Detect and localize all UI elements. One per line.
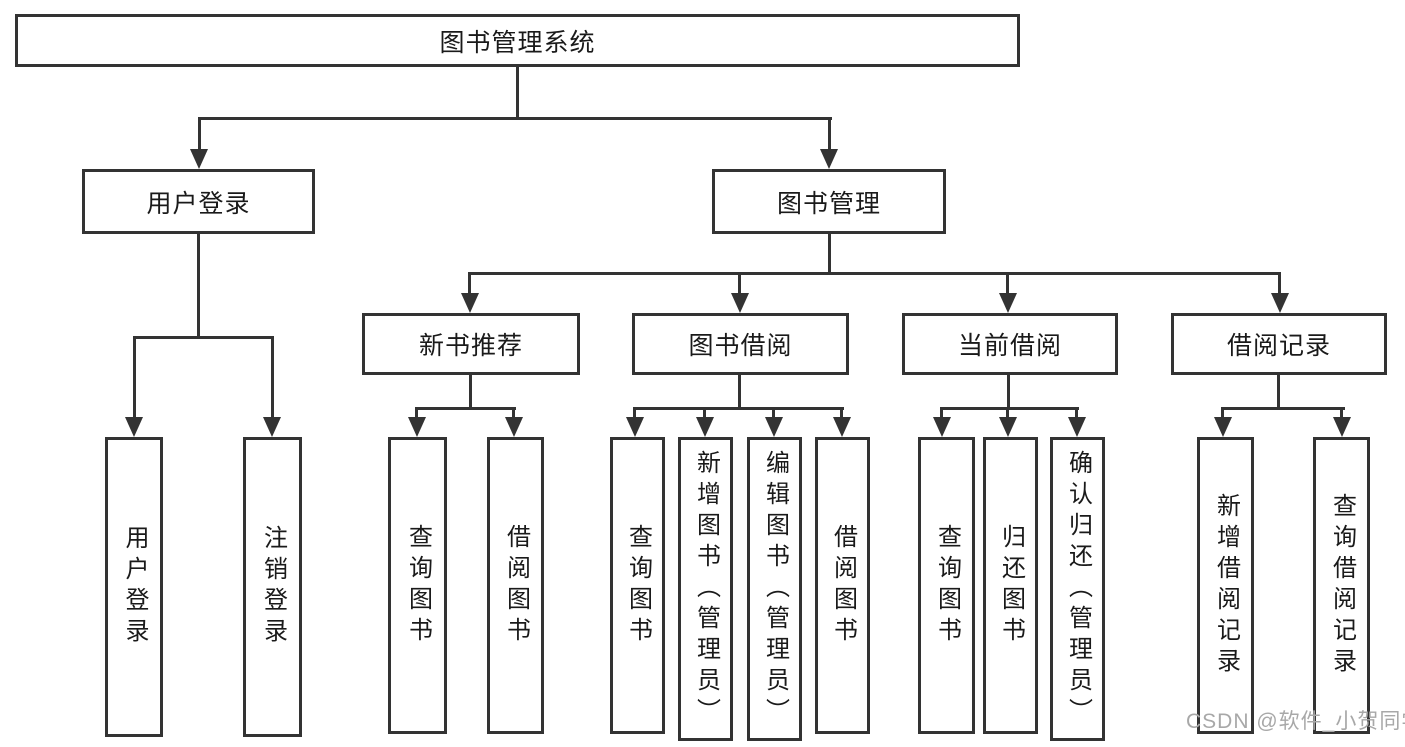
connector-line: [133, 336, 136, 421]
node-new-book-recommend: 新书推荐: [362, 313, 580, 375]
connector-line: [738, 272, 741, 297]
node-user-login: 用户登录: [82, 169, 315, 234]
leaf-current-return-book: 归还图书: [983, 437, 1038, 734]
arrowhead-icon: [190, 149, 208, 169]
connector-line: [468, 272, 471, 297]
connector-line: [198, 117, 201, 153]
connector-line: [633, 407, 636, 421]
leaf-borrow-add-book-admin: 新增图书（管理员）: [678, 437, 733, 741]
connector-line: [1222, 407, 1345, 410]
leaf-recommend-query-book: 查询图书: [388, 437, 447, 734]
arrowhead-icon: [408, 417, 426, 437]
leaf-borrow-query-book: 查询图书: [610, 437, 665, 734]
arrowhead-icon: [833, 417, 851, 437]
connector-line: [1221, 407, 1224, 421]
arrowhead-icon: [1068, 417, 1086, 437]
node-borrow-records: 借阅记录: [1171, 313, 1387, 375]
arrowhead-icon: [461, 293, 479, 313]
arrowhead-icon: [999, 293, 1017, 313]
arrowhead-icon: [933, 417, 951, 437]
connector-line: [1075, 407, 1078, 421]
connector-line: [416, 407, 516, 410]
arrowhead-icon: [731, 293, 749, 313]
connector-line: [516, 67, 519, 117]
arrowhead-icon: [626, 417, 644, 437]
connector-line: [941, 407, 1079, 410]
arrowhead-icon: [1333, 417, 1351, 437]
arrowhead-icon: [820, 149, 838, 169]
node-book-borrow: 图书借阅: [632, 313, 849, 375]
connector-line: [1277, 375, 1280, 407]
connector-line: [271, 336, 274, 421]
connector-line: [1006, 272, 1009, 297]
leaf-recommend-borrow-book: 借阅图书: [487, 437, 544, 734]
leaf-borrow-borrow-book: 借阅图书: [815, 437, 870, 734]
node-book-management: 图书管理: [712, 169, 946, 234]
connector-line: [772, 407, 775, 421]
leaf-borrow-edit-book-admin: 编辑图书（管理员）: [747, 437, 802, 741]
connector-line: [1278, 272, 1281, 297]
arrowhead-icon: [696, 417, 714, 437]
node-current-borrow: 当前借阅: [902, 313, 1118, 375]
leaf-logout: 注销登录: [243, 437, 302, 737]
connector-line: [1340, 407, 1343, 421]
arrowhead-icon: [1214, 417, 1232, 437]
connector-line: [469, 272, 1281, 275]
connector-line: [469, 375, 472, 407]
arrowhead-icon: [1271, 293, 1289, 313]
connector-line: [1007, 375, 1010, 407]
node-library-management-system: 图书管理系统: [15, 14, 1020, 67]
connector-line: [197, 234, 200, 336]
connector-line: [198, 117, 832, 120]
arrowhead-icon: [505, 417, 523, 437]
leaf-records-query-record: 查询借阅记录: [1313, 437, 1370, 734]
leaf-records-add-record: 新增借阅记录: [1197, 437, 1254, 734]
connector-line: [415, 407, 418, 421]
arrowhead-icon: [765, 417, 783, 437]
arrowhead-icon: [263, 417, 281, 437]
connector-line: [512, 407, 515, 421]
leaf-current-query-book: 查询图书: [918, 437, 975, 734]
arrowhead-icon: [999, 417, 1017, 437]
connector-line: [840, 407, 843, 421]
connector-line: [940, 407, 943, 421]
connector-line: [738, 375, 741, 407]
connector-line: [828, 234, 831, 272]
connector-line: [1006, 407, 1009, 421]
arrowhead-icon: [125, 417, 143, 437]
connector-line: [703, 407, 706, 421]
leaf-user-login: 用户登录: [105, 437, 163, 737]
connector-line: [828, 117, 831, 153]
connector-line: [133, 336, 274, 339]
leaf-current-confirm-return-admin: 确认归还（管理员）: [1050, 437, 1105, 741]
connector-line: [634, 407, 844, 410]
csdn-watermark: CSDN @软件_小贺同学: [1186, 710, 1405, 733]
